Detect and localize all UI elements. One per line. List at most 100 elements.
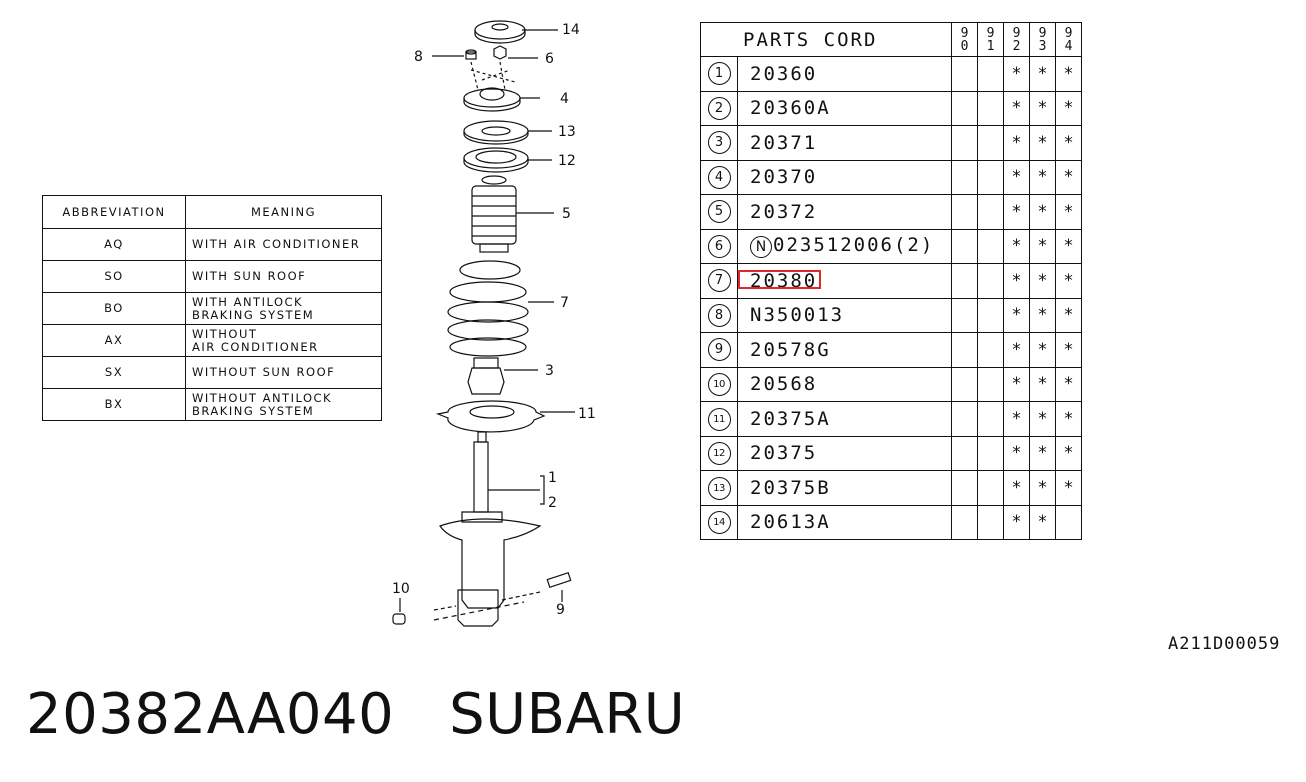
year-91-mark	[977, 470, 1004, 506]
year-90-mark	[951, 159, 978, 195]
year-90-mark	[951, 194, 978, 230]
item-number-cell: 13	[700, 470, 738, 506]
abbreviation-header: ABBREVIATION	[42, 195, 186, 229]
year-90-mark	[951, 435, 978, 471]
callout-3: 3	[545, 363, 554, 379]
year-92-mark: *	[1003, 90, 1030, 126]
item-number: 5	[707, 200, 731, 224]
part-code-cell: 20370	[737, 159, 952, 195]
item-number: 8	[707, 303, 731, 327]
item-number-cell: 2	[700, 90, 738, 126]
item-number: 6	[707, 234, 731, 258]
year-94-mark: *	[1055, 90, 1082, 126]
item-number-cell: 5	[700, 194, 738, 230]
year-91-mark	[977, 90, 1004, 126]
year-93-mark: *	[1029, 504, 1056, 540]
year-90-mark	[951, 263, 978, 299]
callout-1: 1	[548, 470, 557, 486]
year-92-mark: *	[1003, 263, 1030, 299]
part-code: 20360A	[750, 97, 831, 120]
year-93-mark: *	[1029, 435, 1056, 471]
meaning-header: MEANING	[185, 195, 382, 229]
year-94-mark: *	[1055, 332, 1082, 368]
year-90-mark	[951, 90, 978, 126]
part-code: 20375B	[750, 476, 831, 499]
part-code-cell: 20375A	[737, 401, 952, 437]
year-92-mark: *	[1003, 435, 1030, 471]
part-code-wrap: 20371	[750, 132, 817, 154]
callout-8: 8	[414, 49, 423, 65]
item-number: 9	[707, 338, 731, 362]
item-number: 14	[707, 511, 731, 535]
item-number: 3	[707, 131, 731, 155]
year-91-mark	[977, 297, 1004, 333]
part-code: 023512006(2)	[773, 234, 935, 257]
year-91-mark	[977, 125, 1004, 161]
part-code-wrap: 20375	[750, 442, 817, 464]
abbreviation-meaning: WITH AIR CONDITIONER	[185, 228, 382, 261]
parts-cord-header: PARTS CORD	[700, 22, 952, 57]
year-93-mark: *	[1029, 401, 1056, 437]
part-code: 20578G	[750, 338, 831, 361]
callout-2: 2	[548, 495, 557, 511]
item-number: 11	[707, 407, 731, 431]
year-92-mark: *	[1003, 401, 1030, 437]
part-12-seat-drawing	[463, 147, 552, 173]
part-code: 20370	[750, 166, 818, 189]
year-90-mark	[951, 332, 978, 368]
caption-part-number: 20382AA040	[26, 682, 395, 747]
part-code: 20375A	[750, 407, 831, 430]
callout-labels: 14 8 6 4 13 12 5 7 3 11 1 2 10 9	[392, 22, 596, 618]
year-92-mark: *	[1003, 366, 1030, 402]
item-number-cell: 3	[700, 125, 738, 161]
callout-7: 7	[560, 295, 569, 311]
year-94-mark: *	[1055, 194, 1082, 230]
part-code: N350013	[750, 304, 845, 327]
abbreviation-code: SO	[42, 260, 186, 293]
part-11-plate-drawing	[435, 400, 575, 433]
year-91-mark	[977, 504, 1004, 540]
callout-4: 4	[560, 91, 569, 107]
part-code: 20372	[750, 200, 818, 223]
part-8-6-nuts-drawing	[432, 45, 538, 91]
year-94-mark: *	[1055, 435, 1082, 471]
callout-9: 9	[556, 602, 565, 618]
part-code: 20371	[750, 131, 818, 154]
part-code-wrap: 20372	[750, 201, 817, 223]
year-90-mark	[951, 125, 978, 161]
item-number-cell: 9	[700, 332, 738, 368]
part-code-wrap: 20613A	[750, 511, 831, 533]
year-91-mark	[977, 228, 1004, 264]
year-90-mark	[951, 228, 978, 264]
callout-12: 12	[558, 153, 576, 169]
year-90-mark	[951, 401, 978, 437]
part-code-wrap: 20578G	[750, 339, 831, 361]
year-93-mark: *	[1029, 194, 1056, 230]
n-prefix-badge: N	[750, 236, 772, 259]
part-14-cap-drawing	[474, 20, 558, 44]
part-code-cell: N350013	[737, 297, 952, 333]
strut-exploded-diagram: 14 8 6 4 13 12 5 7 3 11 1 2 10 9	[392, 20, 596, 627]
year-94-mark: *	[1055, 470, 1082, 506]
